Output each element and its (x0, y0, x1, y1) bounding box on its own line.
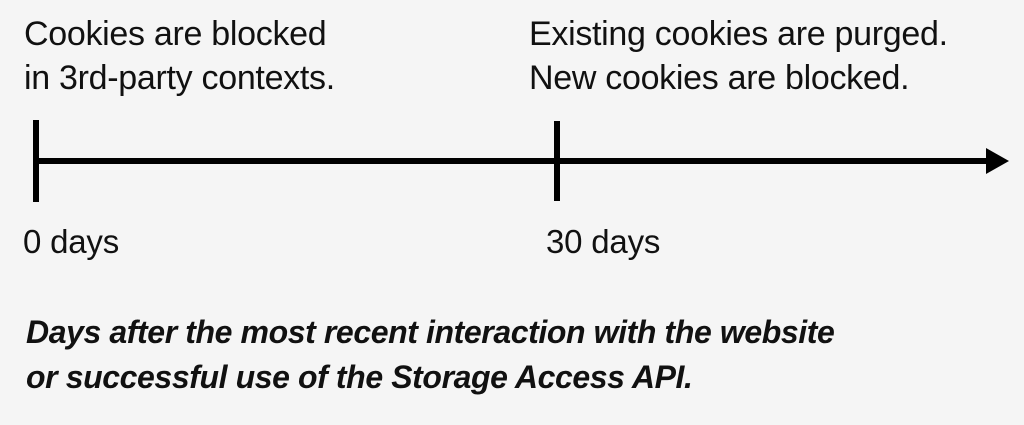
tick-label-30-days: 30 days (546, 223, 661, 260)
annotation-cookies-purged-line-1: Existing cookies are purged. (529, 15, 948, 53)
tick-label-0-days: 0 days (23, 223, 120, 260)
annotation-cookies-blocked-line-2: in 3rd-party contexts. (24, 59, 335, 97)
tick-mark-0-days (33, 120, 39, 202)
diagram-caption: Days after the most recent interaction w… (26, 310, 835, 400)
annotation-cookies-blocked-line-1: Cookies are blocked (24, 15, 327, 53)
diagram-caption-line-2: or successful use of the Storage Access … (26, 359, 693, 395)
tick-mark-30-days (554, 121, 560, 201)
axis-line (33, 158, 991, 164)
arrow-right-icon (986, 148, 1009, 174)
annotation-cookies-purged: Existing cookies are purged. New cookies… (529, 12, 948, 100)
timeline-axis (0, 0, 1024, 202)
diagram-caption-line-1: Days after the most recent interaction w… (26, 314, 835, 350)
annotation-cookies-blocked: Cookies are blocked in 3rd-party context… (24, 12, 335, 100)
annotation-cookies-purged-line-2: New cookies are blocked. (529, 59, 910, 97)
